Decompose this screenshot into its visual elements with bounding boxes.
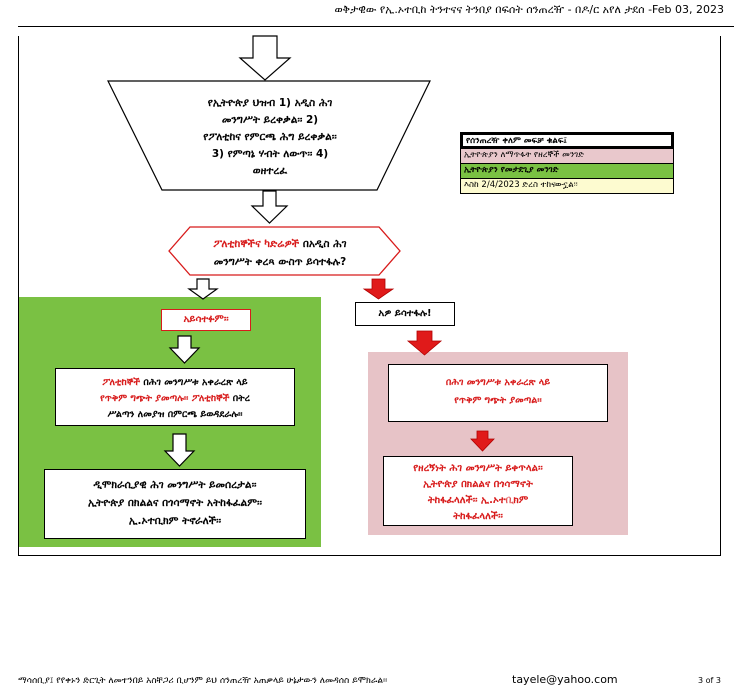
question-to-yes-arrow	[362, 278, 395, 300]
trapezoid-line: የፖለቲከና የምርጫ ሕግ ይረቀቃል፡፡	[203, 131, 337, 143]
yes-to-box1-arrow	[406, 330, 443, 356]
yes-box2-line: ኢትዮጵያ በክልልና በጎሳማኖት	[423, 479, 533, 490]
yes-outcome-box-1: በሕገ መንግሥቱ አቀራረጽ ላይ የጥቅም ግጭት ያመጣል፡፡	[388, 364, 608, 422]
top-down-arrow	[238, 35, 292, 81]
yes-box2-line: ትከፋፈላለች፡፡ ኢ.ኦተቢክም	[427, 495, 529, 506]
trapezoid-line: የኢትዮጵያ ህዝብ 1) አዲስ ሕገ	[207, 97, 333, 109]
question-to-no-arrow	[187, 278, 219, 300]
no-box2-line: ዲሞክራሲያዊ ሕገ መንግሥት ይመሰረታል፡፡	[93, 479, 257, 491]
legend-row-racist-path: ኢትዮጵያን ለማጥፋት የዘረኞች መንገድ	[461, 148, 673, 163]
no-outcome-box-2: ዲሞክራሲያዊ ሕገ መንግሥት ይመሰረታል፡፡ ኢትዮጵያ በክልልና በጎ…	[44, 469, 306, 539]
no-box1-red-2: የጥቅም ግጭት ያመጣሉ፡፡ ፖለቲከኞች	[100, 393, 230, 404]
trap-to-question-arrow	[250, 190, 289, 224]
frame-right-border	[720, 36, 721, 556]
pink-box1-to-box2-arrow	[470, 430, 495, 452]
no-answer-box: አይሳተፉም፡፡	[161, 309, 251, 331]
question-black-part: በአዲስ ሕገ	[299, 238, 347, 250]
question-text: ፖለቲከኞችና ካድሬዎች በአዲስ ሕገ መንግሥት ቀረጻ ውስጥ ይሳተፋ…	[180, 235, 380, 271]
no-box1-red-1: ፖለቲከኞች	[102, 377, 141, 388]
page-header: ወቅታዊው የኢ.ኦተቢከ ትንተናና ትንበያ በፍሰት ሰንጠረዥ - በዶ…	[334, 3, 724, 16]
yes-box1-line: የጥቅም ግጭት ያመጣል፡፡	[454, 395, 542, 406]
no-box1-black-1: በሕገ መንግሥቱ አቀራረጽ ላይ	[140, 377, 248, 388]
no-outcome-box-1: ፖለቲከኞች በሕገ መንግሥቱ አቀራረጽ ላይ የጥቅም ግጭት ያመጣሉ፡…	[55, 368, 295, 426]
trapezoid-line: ወዘተረፈ	[252, 165, 288, 177]
yes-outcome-box-2: የዘረኝነት ሕገ መንግሥት ይቀጥላል፡፡ ኢትዮጵያ በክልልና በጎሳማ…	[383, 456, 573, 526]
no-box2-line: ኢትዮጵያ በክልልና በጎሳማኖት አትከፋፈልም፡፡	[88, 497, 262, 509]
color-legend: የሰንጠረዥ ቀለም መፍቻ ቁልፍ፤ ኢትዮጵያን ለማጥፋት የዘረኞች መ…	[460, 132, 674, 194]
trapezoid-text: የኢትዮጵያ ህዝብ 1) አዲስ ሕገ መንግሥት ይረቀቃል፡፡ 2) የፖ…	[175, 95, 365, 185]
yes-box2-line: የዘረኝነት ሕገ መንግሥት ይቀጥላል፡፡	[413, 463, 543, 474]
yes-box2-line: ትከፋፈላለች፡፡	[453, 511, 503, 522]
yes-box1-line: በሕገ መንግሥቱ አቀራረጽ ላይ	[445, 377, 551, 388]
footer-note: ማሳሰቢያ፤ የየቀኑን ድርጊት ለመተንበይ አስቸጋሪ ቢሆንም ይህ ሰ…	[18, 676, 388, 686]
legend-row-completed: እስከ 2/4/2023 ድረስ ተከናውኗል፡፡	[461, 178, 673, 193]
page-number: 3 of 3	[698, 676, 721, 685]
trapezoid-line: መንግሥት ይረቀቃል፡፡ 2)	[221, 114, 319, 126]
legend-row-rescue-path: ኢትዮጵያን የመታደጊያ መንገድ	[461, 163, 673, 178]
yes-answer-box: አዎ ይሳተፋሉ!	[355, 302, 455, 326]
input-trapezoid	[107, 80, 431, 191]
footer-email[interactable]: tayele@yahoo.com	[512, 673, 618, 686]
frame-bottom-border	[18, 555, 721, 556]
frame-left-border	[18, 36, 19, 556]
trapezoid-line: 3) የምጣኔ ሃብት ለውጥ፡፡ 4)	[211, 148, 329, 160]
question-line-2: መንግሥት ቀረጻ ውስጥ ይሳተፋሉ?	[213, 256, 347, 268]
question-red-part: ፖለቲከኞችና ካድሬዎች	[213, 238, 300, 250]
box1-to-box2-arrow	[163, 433, 196, 467]
no-box2-line: ኢ.ኦተቢክም ትኖራለች፡፡	[128, 515, 222, 527]
legend-title: የሰንጠረዥ ቀለም መፍቻ ቁልፍ፤	[461, 133, 673, 148]
question-hexagon	[168, 226, 401, 276]
no-box1-black-2: በትረ	[229, 393, 250, 404]
no-to-box1-arrow	[168, 335, 201, 364]
no-box1-line-3: ሥልጣን ለመያዝ በምርጫ ይወዳደራሉ፡፡	[107, 409, 243, 420]
header-divider	[18, 26, 734, 27]
